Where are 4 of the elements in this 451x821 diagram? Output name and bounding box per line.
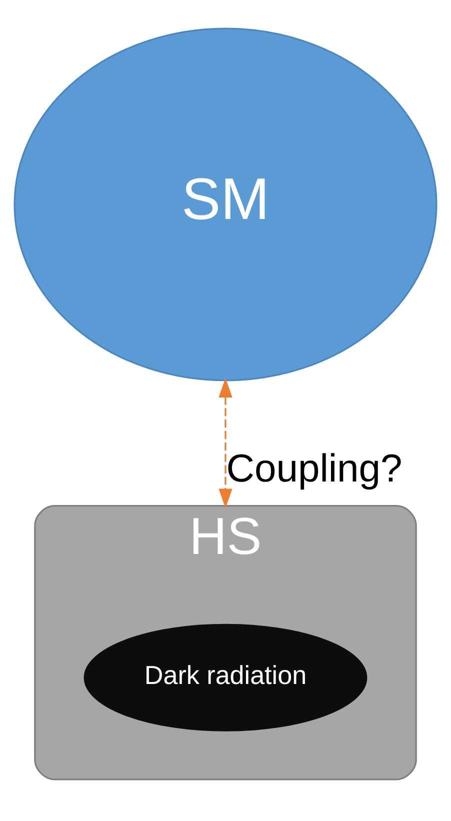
node-ellipse: SM <box>14 28 438 382</box>
arrow <box>218 378 232 508</box>
edge-label: Coupling? <box>226 448 402 491</box>
node-ellipse: Dark radiation <box>84 624 368 732</box>
